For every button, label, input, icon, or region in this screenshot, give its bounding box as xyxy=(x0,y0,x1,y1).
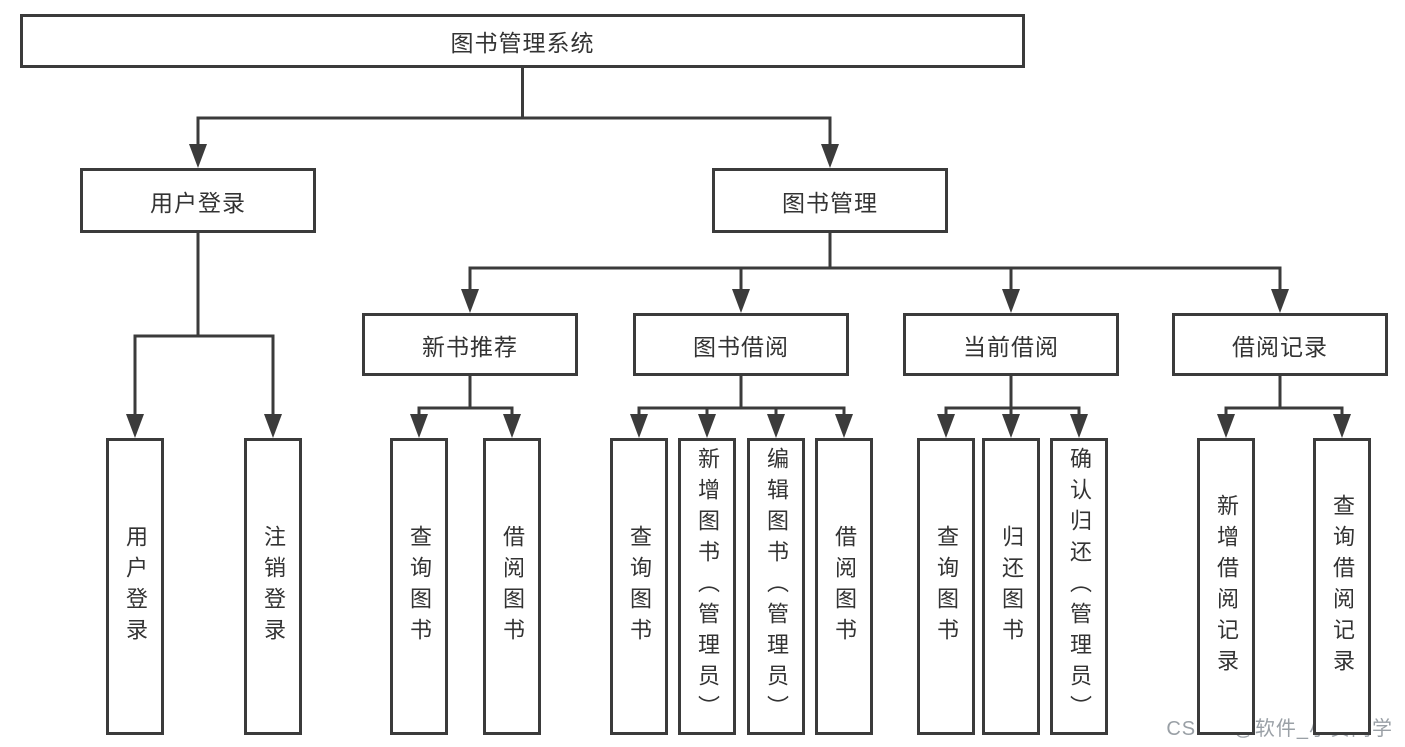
edge-path-borrow-records xyxy=(1224,374,1344,418)
node-leaf-add-record: 新增借阅记录 xyxy=(1197,438,1255,735)
arrowhead-user-login xyxy=(189,144,207,168)
node-label-leaf-confirm-return: 确认归还（管理员） xyxy=(1067,447,1092,726)
edge-path-user-login xyxy=(133,231,275,418)
node-leaf-borrow-book-2: 借阅图书 xyxy=(815,438,873,735)
node-label-leaf-query-book-2: 查询图书 xyxy=(627,524,652,649)
node-leaf-confirm-return: 确认归还（管理员） xyxy=(1050,438,1108,735)
arrowhead-leaf-borrow-book-1 xyxy=(503,414,521,438)
edge-path-root xyxy=(196,66,832,148)
arrowhead-leaf-logout xyxy=(264,414,282,438)
edge-user-login xyxy=(126,231,282,438)
node-label-leaf-add-record: 新增借阅记录 xyxy=(1214,493,1239,680)
edge-book-borrow xyxy=(630,374,853,438)
node-label-leaf-return-book: 归还图书 xyxy=(999,524,1024,649)
edge-current-borrow xyxy=(937,374,1088,438)
arrowhead-leaf-borrow-book-2 xyxy=(835,414,853,438)
node-book-borrow: 图书借阅 xyxy=(633,313,849,376)
node-leaf-add-book: 新增图书（管理员） xyxy=(678,438,736,735)
arrowhead-leaf-query-book-3 xyxy=(937,414,955,438)
node-user-login: 用户登录 xyxy=(80,168,316,233)
edge-path-book-borrow xyxy=(637,374,846,418)
node-book-mgmt: 图书管理 xyxy=(712,168,948,233)
arrowhead-leaf-return-book xyxy=(1002,414,1020,438)
arrowhead-new-book-rec xyxy=(461,289,479,313)
node-label-user-login: 用户登录 xyxy=(150,189,246,216)
arrowhead-leaf-query-book-2 xyxy=(630,414,648,438)
arrowhead-borrow-records xyxy=(1271,289,1289,313)
arrowhead-leaf-edit-book xyxy=(767,414,785,438)
node-label-book-borrow: 图书借阅 xyxy=(693,333,789,360)
arrowhead-book-mgmt xyxy=(821,144,839,168)
arrowhead-leaf-confirm-return xyxy=(1070,414,1088,438)
node-label-new-book-rec: 新书推荐 xyxy=(422,333,518,360)
arrowhead-leaf-add-book xyxy=(698,414,716,438)
arrowhead-leaf-add-record xyxy=(1217,414,1235,438)
node-label-leaf-user-login: 用户登录 xyxy=(123,524,148,649)
node-label-leaf-borrow-book-1: 借阅图书 xyxy=(500,524,525,649)
node-label-current-borrow: 当前借阅 xyxy=(963,333,1059,360)
node-leaf-user-login: 用户登录 xyxy=(106,438,164,735)
node-label-leaf-query-record: 查询借阅记录 xyxy=(1330,493,1355,680)
node-leaf-query-book-3: 查询图书 xyxy=(917,438,975,735)
edge-path-new-book-rec xyxy=(417,374,514,418)
node-leaf-query-book-1: 查询图书 xyxy=(390,438,448,735)
arrowhead-leaf-query-book-1 xyxy=(410,414,428,438)
node-label-leaf-add-book: 新增图书（管理员） xyxy=(695,447,720,726)
node-leaf-return-book: 归还图书 xyxy=(982,438,1040,735)
node-root: 图书管理系统 xyxy=(20,14,1025,68)
node-borrow-records: 借阅记录 xyxy=(1172,313,1388,376)
edge-book-mgmt xyxy=(461,231,1289,313)
node-label-leaf-logout: 注销登录 xyxy=(261,524,286,649)
node-label-leaf-edit-book: 编辑图书（管理员） xyxy=(764,447,789,726)
arrowhead-leaf-query-record xyxy=(1333,414,1351,438)
arrowhead-book-borrow xyxy=(732,289,750,313)
edge-new-book-rec xyxy=(410,374,521,438)
node-current-borrow: 当前借阅 xyxy=(903,313,1119,376)
node-label-leaf-query-book-3: 查询图书 xyxy=(934,524,959,649)
edge-borrow-records xyxy=(1217,374,1351,438)
arrowhead-leaf-user-login xyxy=(126,414,144,438)
node-label-borrow-records: 借阅记录 xyxy=(1232,333,1328,360)
node-new-book-rec: 新书推荐 xyxy=(362,313,578,376)
edge-path-current-borrow xyxy=(944,374,1081,418)
node-label-leaf-borrow-book-2: 借阅图书 xyxy=(832,524,857,649)
node-leaf-edit-book: 编辑图书（管理员） xyxy=(747,438,805,735)
node-leaf-query-record: 查询借阅记录 xyxy=(1313,438,1371,735)
node-leaf-query-book-2: 查询图书 xyxy=(610,438,668,735)
edge-path-book-mgmt xyxy=(468,231,1282,293)
arrowhead-current-borrow xyxy=(1002,289,1020,313)
node-label-book-mgmt: 图书管理 xyxy=(782,189,878,216)
node-leaf-logout: 注销登录 xyxy=(244,438,302,735)
node-label-leaf-query-book-1: 查询图书 xyxy=(407,524,432,649)
node-leaf-borrow-book-1: 借阅图书 xyxy=(483,438,541,735)
edge-root xyxy=(189,66,839,168)
node-label-root: 图书管理系统 xyxy=(450,30,595,56)
